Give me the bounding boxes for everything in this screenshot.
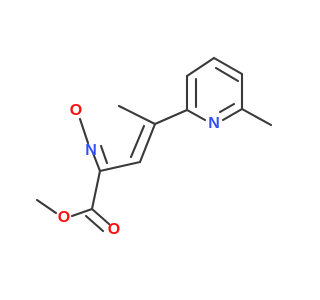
bond-c4-c5 <box>138 122 157 164</box>
atom-o-ring: O <box>70 102 82 119</box>
bond-py-c6-n1 <box>221 107 244 122</box>
atom-o-ester: O <box>58 209 70 226</box>
bond-c3-carbonyl <box>90 169 102 211</box>
bond-carbonyl-o-ester <box>70 207 94 218</box>
bond-py-c3-c4 <box>185 56 216 78</box>
bond-py-c6-n1-double <box>218 102 236 114</box>
bond-c5-pyridine <box>153 108 189 126</box>
molecule-structure: O N N O O <box>35 56 273 238</box>
bond-py-n1-c2 <box>185 108 207 122</box>
bond-methyl <box>240 107 273 127</box>
atom-o-carbonyl: O <box>108 221 120 238</box>
bond-c5-o1 <box>117 104 157 126</box>
bond-ester-methyl <box>35 198 58 215</box>
bond-c4-c5-double <box>129 124 146 159</box>
bond-carbonyl-o-double-a <box>90 207 111 226</box>
atom-n-isoxazole: N <box>85 142 97 159</box>
bond-c3-c4 <box>98 160 142 173</box>
bond-o1-n2 <box>78 117 90 145</box>
bond-n2-c3-double <box>99 144 109 165</box>
bond-py-c4-c5 <box>212 56 244 76</box>
bond-carbonyl-o-double-b <box>84 214 105 233</box>
bond-n2-c3 <box>91 151 102 173</box>
atom-n-pyridine: N <box>208 115 220 132</box>
molecule-diagram: O N N O O <box>35 56 273 238</box>
bond-py-c4-c5-double <box>214 66 240 83</box>
